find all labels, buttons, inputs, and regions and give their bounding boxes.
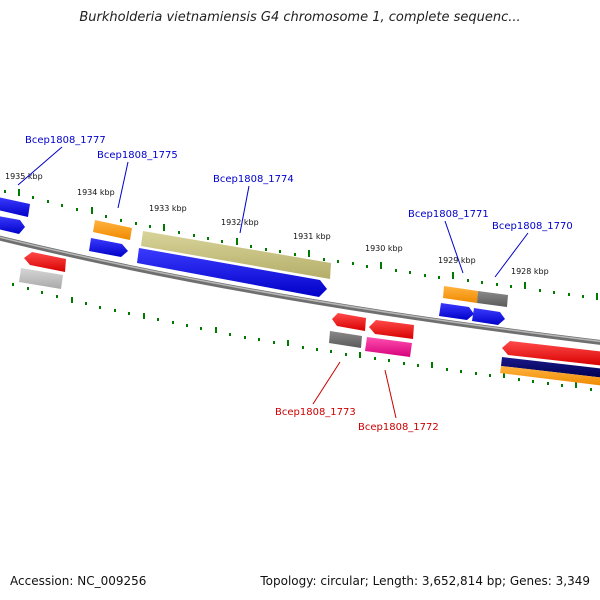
forward-genes — [0, 197, 508, 325]
gene-label-bcep1808-1773[interactable]: Bcep1808_1773 — [275, 407, 356, 418]
gene-bcep1808-1773[interactable] — [332, 313, 366, 331]
gene-label-bcep1808-1775[interactable]: Bcep1808_1775 — [97, 150, 178, 161]
gene-reverse[interactable] — [502, 341, 600, 366]
kbp-label-1929: 1929 kbp — [438, 256, 476, 265]
kbp-label-1931: 1931 kbp — [293, 232, 331, 241]
kbp-label-1935: 1935 kbp — [5, 172, 43, 181]
gene-reverse[interactable] — [500, 366, 600, 386]
gene-bcep1808-1774[interactable] — [141, 231, 331, 279]
gene-forward[interactable] — [472, 308, 505, 325]
inner-tick-ring — [12, 283, 592, 391]
kbp-label-1928: 1928 kbp — [511, 267, 549, 276]
kbp-label-1934: 1934 kbp — [77, 188, 115, 197]
gene-label-bcep1808-1771[interactable]: Bcep1808_1771 — [408, 209, 489, 220]
gene-label-bcep1808-1777[interactable]: Bcep1808_1777 — [25, 135, 106, 146]
gene-reverse[interactable] — [329, 331, 362, 348]
map-title: Burkholderia vietnamiensis G4 chromosome… — [79, 10, 521, 25]
gene-reverse[interactable] — [369, 320, 414, 339]
gene-bcep1808-1772[interactable] — [365, 337, 412, 357]
forward-label-leaders — [17, 146, 529, 278]
gene-label-bcep1808-1774[interactable]: Bcep1808_1774 — [213, 174, 294, 185]
gene-forward[interactable] — [0, 216, 25, 234]
genome-summary-text: Topology: circular; Length: 3,652,814 bp… — [260, 574, 590, 588]
gene-bcep1808-1775[interactable] — [93, 220, 132, 240]
reverse-label-leaders — [312, 361, 397, 419]
gene-label-bcep1808-1772[interactable]: Bcep1808_1772 — [358, 422, 439, 433]
reverse-genes — [19, 252, 600, 386]
outer-tick-ring — [4, 189, 598, 300]
gene-bcep1808-1770[interactable] — [477, 291, 508, 307]
gene-reverse[interactable] — [24, 252, 66, 272]
accession-text: Accession: NC_009256 — [10, 574, 147, 588]
kbp-label-1932: 1932 kbp — [221, 218, 259, 227]
gene-forward[interactable] — [0, 197, 30, 217]
gene-label-bcep1808-1770[interactable]: Bcep1808_1770 — [492, 221, 573, 232]
gene-forward[interactable] — [89, 238, 128, 257]
gene-reverse[interactable] — [501, 357, 600, 378]
gene-forward[interactable] — [439, 303, 474, 320]
kbp-label-1933: 1933 kbp — [149, 204, 187, 213]
gene-reverse[interactable] — [19, 268, 63, 289]
chromosome-backbone — [0, 235, 600, 345]
gene-bcep1808-1771[interactable] — [443, 286, 478, 303]
kbp-label-1930: 1930 kbp — [365, 244, 403, 253]
gene-bcep1808-1774-cds[interactable] — [137, 248, 327, 297]
